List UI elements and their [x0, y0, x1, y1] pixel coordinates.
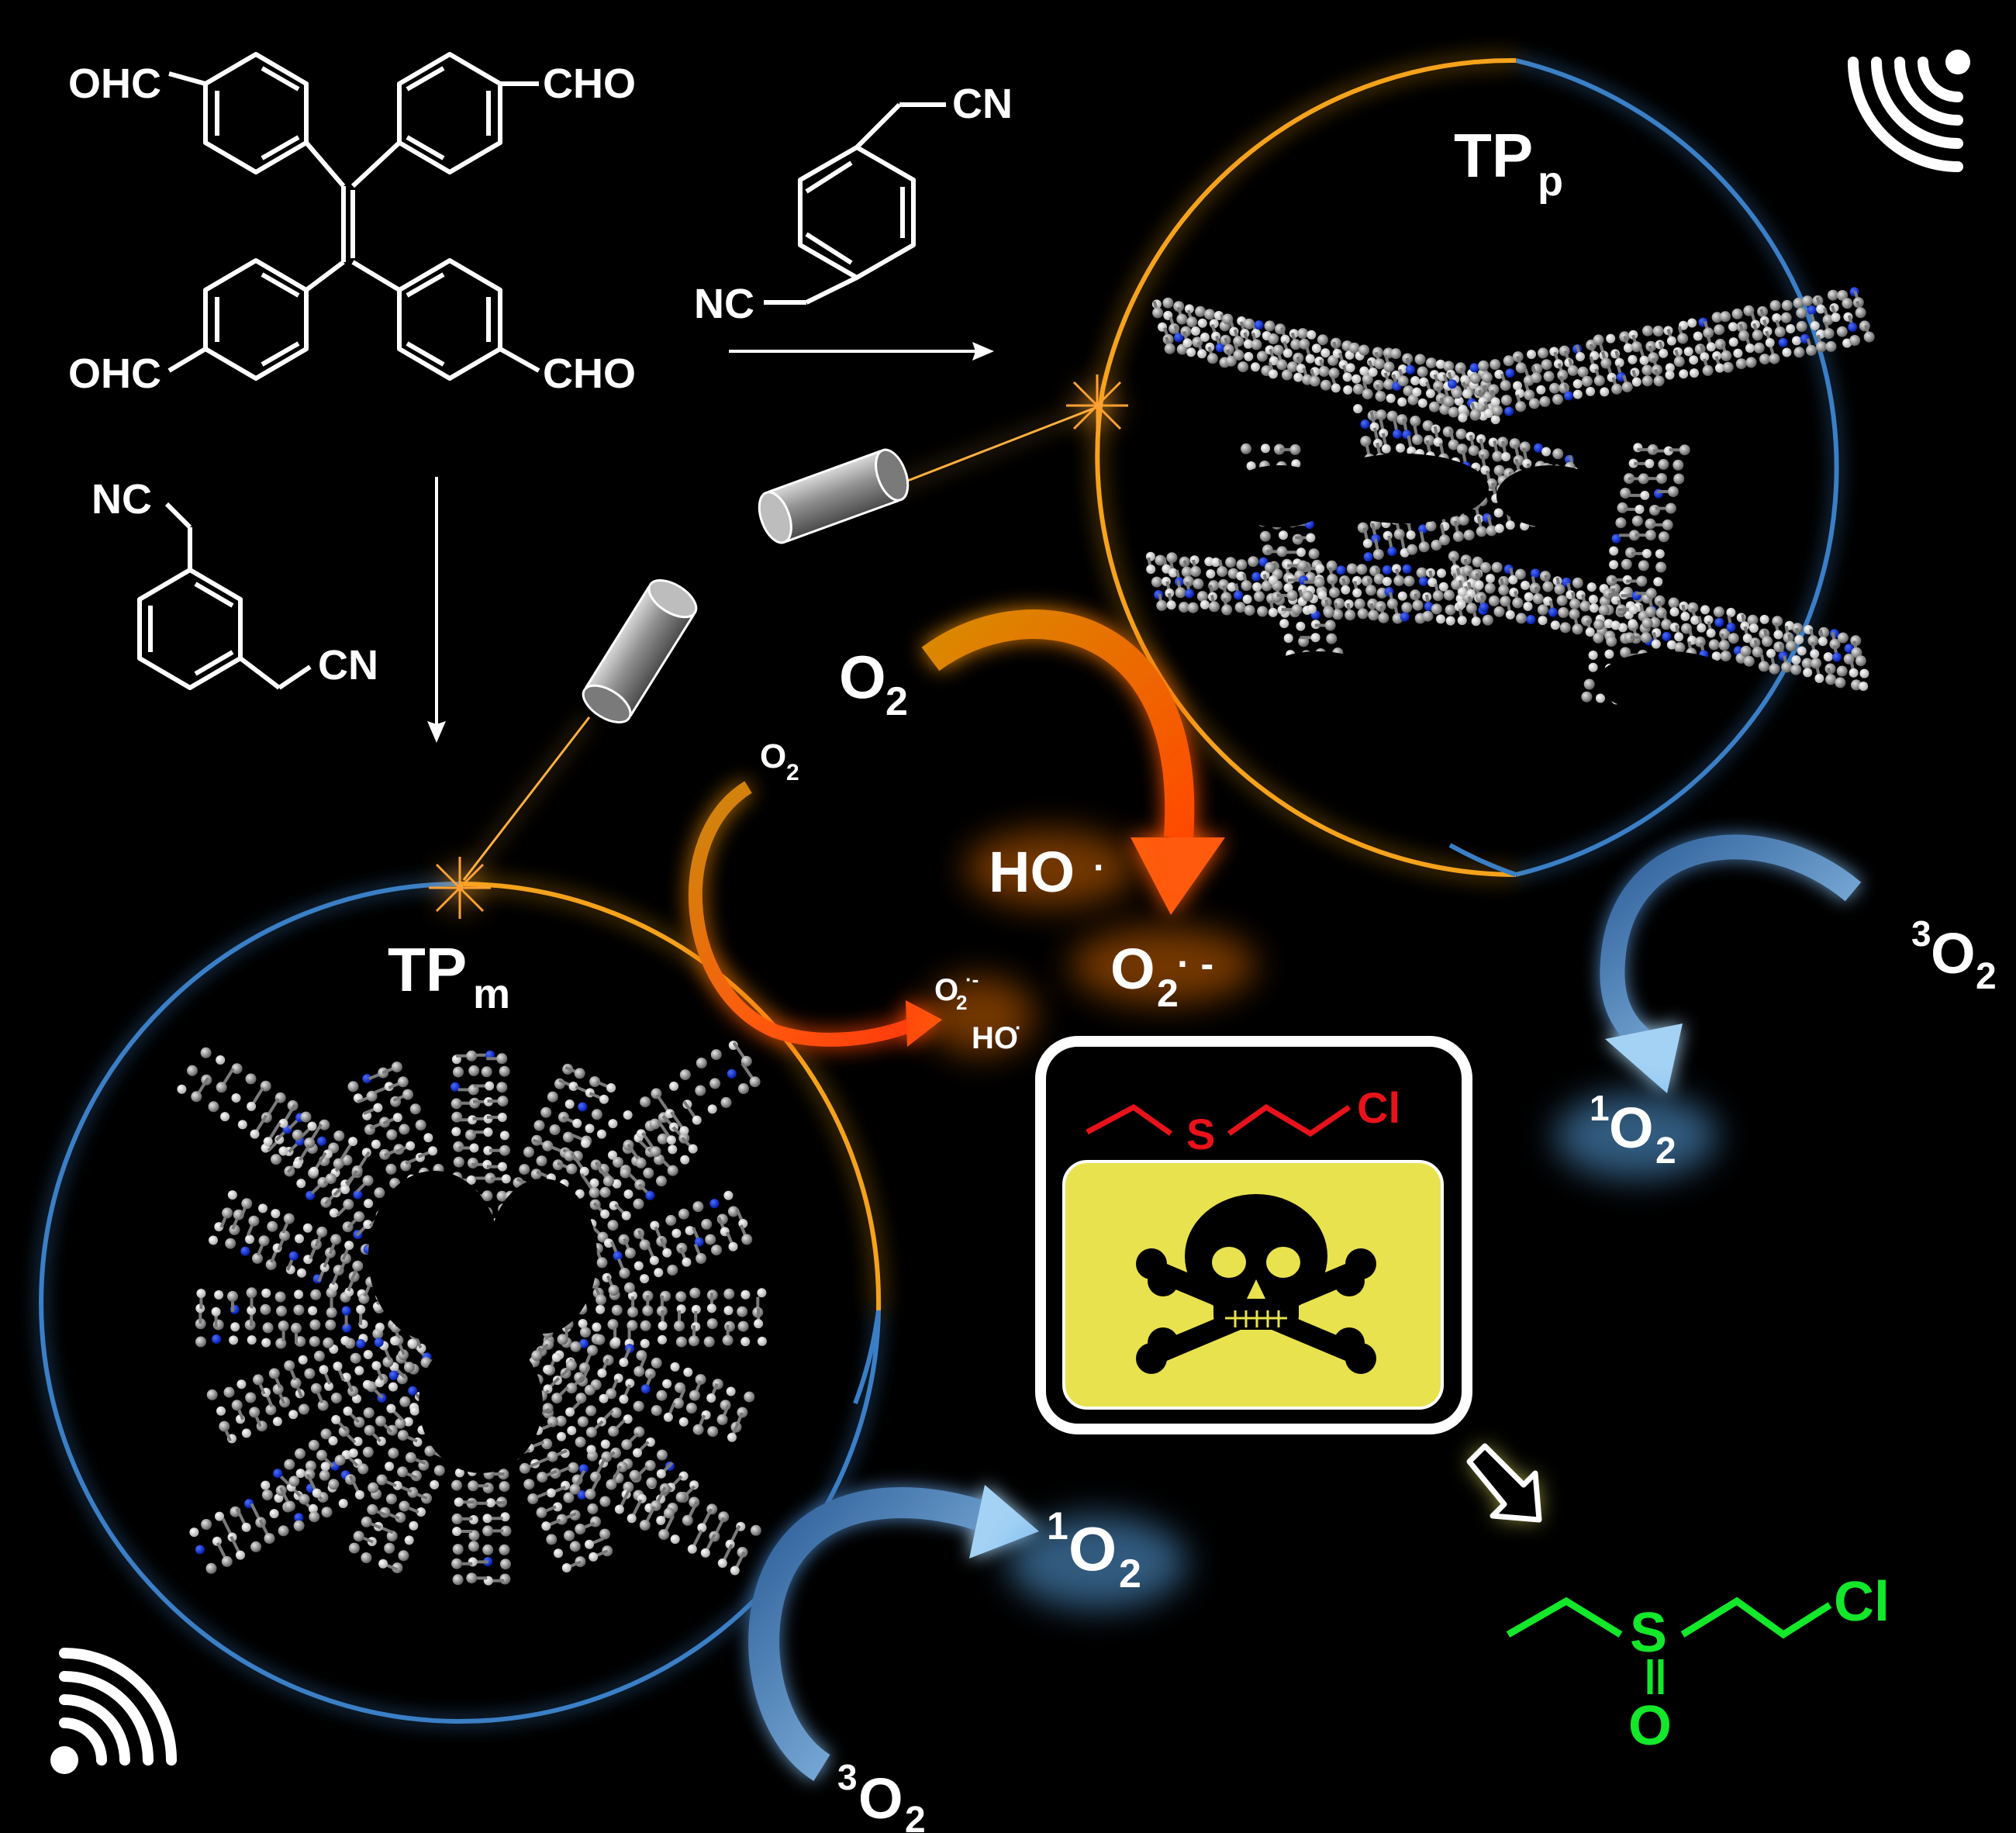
singlet-oxygen-left-label: 1 O 2	[1008, 1504, 1186, 1609]
svg-text:O: O	[1609, 1096, 1654, 1160]
svg-text:1: 1	[1047, 1504, 1068, 1548]
curved-arrow-triplet-to-singlet-right	[1600, 834, 1862, 1093]
svg-text:2: 2	[1976, 956, 1997, 997]
meta-linker-structure	[137, 502, 312, 690]
aldehyde-label-tl: OHC	[68, 60, 161, 107]
svg-text:·: ·	[1015, 1016, 1022, 1039]
svg-text:TP: TP	[388, 935, 467, 1004]
sulfoxide-product: S O Cl	[1506, 1571, 1890, 1757]
svg-text:2: 2	[1157, 972, 1179, 1015]
superoxide-radical-label: O 2 · -	[1070, 927, 1256, 1015]
svg-text:O: O	[858, 1766, 903, 1831]
o2-label-main: O 2	[839, 643, 908, 724]
para-linker-structure	[764, 102, 946, 305]
product-sulfur: S	[1630, 1602, 1667, 1664]
svg-text:3: 3	[1911, 913, 1931, 954]
svg-text:2: 2	[1655, 1131, 1676, 1172]
toxic-warning-sign: S Cl	[1035, 1036, 1472, 1434]
tpp-label: TP p	[1454, 121, 1563, 205]
skull-crossbones-icon	[1136, 1194, 1376, 1374]
svg-text:2: 2	[905, 1800, 926, 1833]
triplet-oxygen-right-label: 3 O 2	[1911, 913, 1997, 997]
o2-label-small: O 2	[760, 737, 799, 785]
curved-arrow-triplet-to-singlet-left	[748, 1485, 1039, 1781]
aldehyde-label-tr: CHO	[543, 60, 636, 107]
wireless-signal-icon-top	[1848, 50, 1970, 172]
svg-text:HO: HO	[972, 1021, 1018, 1055]
svg-text:2: 2	[1119, 1552, 1141, 1597]
svg-text:O: O	[1110, 937, 1155, 1001]
curved-arrow-o2-to-superoxide	[921, 609, 1225, 915]
product-chlorine: Cl	[1834, 1571, 1890, 1633]
svg-text:·-: ·-	[965, 968, 979, 991]
svg-text:O: O	[934, 973, 958, 1007]
svg-text:3: 3	[837, 1757, 858, 1797]
light-source-right	[758, 375, 1128, 544]
svg-text:· -: · -	[1177, 942, 1213, 986]
nitrile-label-para-bottom: NC	[694, 281, 754, 327]
tetraaldehyde-structure	[167, 52, 540, 381]
wireless-signal-icon-bottom	[50, 1648, 177, 1774]
singlet-oxygen-right-label: 1 O 2	[1555, 1088, 1717, 1179]
hydroxyl-radical-label: HO ·	[965, 830, 1136, 907]
aldehyde-label-br: CHO	[543, 350, 636, 397]
curved-arrow-o2-small	[688, 781, 942, 1047]
tpp-ring	[1095, 57, 1839, 877]
svg-text:O: O	[760, 737, 786, 775]
svg-text:2: 2	[956, 991, 967, 1014]
reaction-arrow-down	[427, 477, 446, 743]
tpm-framework-model	[177, 1041, 767, 1586]
svg-text:O: O	[1068, 1514, 1117, 1583]
reaction-arrow-right	[729, 342, 994, 361]
nitrile-label-meta-top: NC	[91, 476, 152, 523]
triplet-oxygen-left-label: 3 O 2	[837, 1757, 926, 1833]
small-ros-labels: O 2 ·- HO ·	[927, 968, 1035, 1055]
svg-text:m: m	[473, 971, 510, 1017]
product-oxygen: O	[1628, 1695, 1672, 1757]
svg-text:·: ·	[1093, 847, 1106, 889]
toxin-chlorine: Cl	[1357, 1083, 1400, 1132]
tpp-framework-model	[1145, 287, 1875, 713]
transformation-arrow	[1466, 1443, 1542, 1523]
nitrile-label-para-top: CN	[952, 81, 1013, 127]
toxin-sulfur: S	[1186, 1110, 1215, 1158]
svg-text:HO: HO	[989, 840, 1075, 904]
svg-text:1: 1	[1590, 1088, 1610, 1128]
light-source-left	[429, 579, 698, 919]
svg-text:O: O	[839, 643, 886, 711]
tpm-label: TP m	[388, 935, 510, 1017]
aldehyde-label-bl: OHC	[68, 350, 161, 397]
svg-text:2: 2	[885, 679, 908, 724]
toxin-chain	[1086, 1103, 1173, 1136]
svg-text:O: O	[1931, 921, 1976, 986]
svg-text:2: 2	[786, 760, 799, 785]
svg-text:p: p	[1538, 158, 1563, 205]
svg-text:TP: TP	[1454, 121, 1533, 190]
nitrile-label-meta-right: CN	[318, 642, 378, 689]
